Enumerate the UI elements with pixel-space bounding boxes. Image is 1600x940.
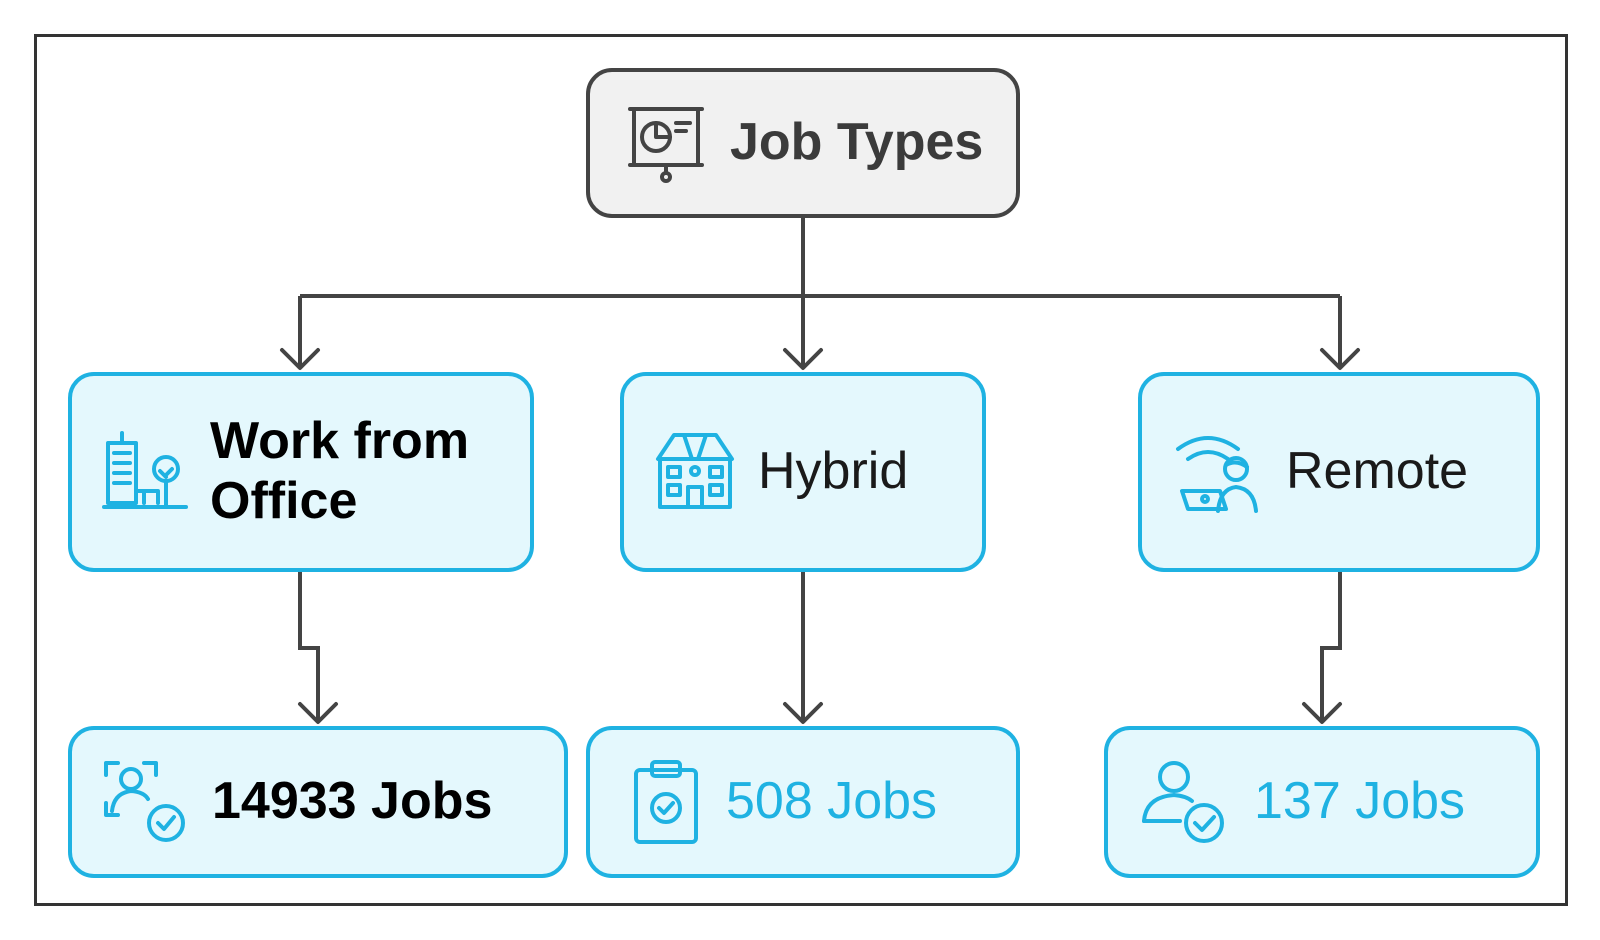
count-label: 137 Jobs xyxy=(1254,772,1466,831)
office-building-tree-icon xyxy=(102,429,188,515)
category-label: Remote xyxy=(1286,442,1469,501)
category-node-work-from-office: Work from Office xyxy=(68,372,534,572)
user-check-icon xyxy=(1140,757,1230,847)
root-node-label: Job Types xyxy=(730,113,984,172)
connector-wfo-to-count xyxy=(298,572,320,722)
count-label: 14933 Jobs xyxy=(212,772,493,831)
arrowhead-hybrid-count xyxy=(783,702,823,724)
root-node-job-types: Job Types xyxy=(586,68,1020,218)
count-node-remote: 137 Jobs xyxy=(1104,726,1540,878)
presentation-board-icon xyxy=(624,101,708,185)
arrowhead-wfo-count xyxy=(298,702,338,724)
person-scan-check-icon xyxy=(102,759,188,845)
arrowhead-remote xyxy=(1320,348,1360,370)
category-node-remote: Remote xyxy=(1138,372,1540,572)
count-node-work-from-office: 14933 Jobs xyxy=(68,726,568,878)
house-icon xyxy=(654,431,736,513)
connector-remote-to-count xyxy=(1320,572,1342,722)
arrowhead-hybrid xyxy=(783,348,823,370)
clipboard-check-icon xyxy=(630,758,702,846)
arrowhead-wfo xyxy=(280,348,320,370)
remote-worker-wifi-icon xyxy=(1174,427,1264,517)
diagram-frame xyxy=(34,34,1568,906)
count-node-hybrid: 508 Jobs xyxy=(586,726,1020,878)
count-label: 508 Jobs xyxy=(726,772,938,831)
arrowhead-remote-count xyxy=(1302,702,1342,724)
category-node-hybrid: Hybrid xyxy=(620,372,986,572)
category-label: Work from Office xyxy=(210,412,470,530)
category-label: Hybrid xyxy=(758,442,909,501)
